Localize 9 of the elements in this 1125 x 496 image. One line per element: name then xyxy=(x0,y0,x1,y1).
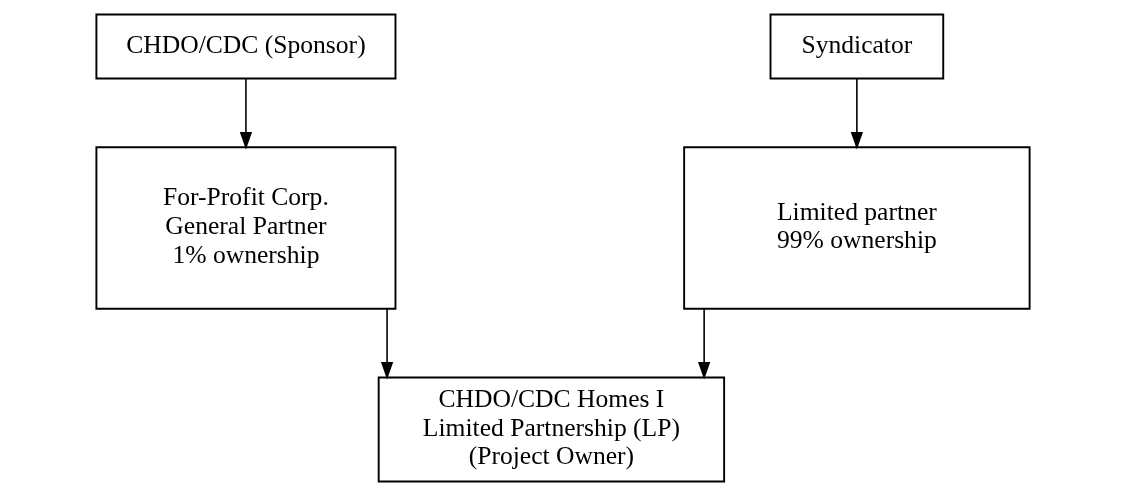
arrow xyxy=(850,77,863,150)
arrow xyxy=(239,77,252,150)
arrow xyxy=(380,308,393,380)
node-box: CHDO/CDC Homes I Limited Partnership (LP) (Project Owner) xyxy=(377,376,725,483)
node-box: Syndicator xyxy=(769,13,944,80)
arrow xyxy=(697,308,710,380)
node-box: For-Profit Corp. General Partner 1% ownership xyxy=(94,146,396,310)
node-box: Limited partner 99% ownership xyxy=(682,146,1031,310)
node-box: CHDO/CDC (Sponsor) xyxy=(94,13,396,80)
